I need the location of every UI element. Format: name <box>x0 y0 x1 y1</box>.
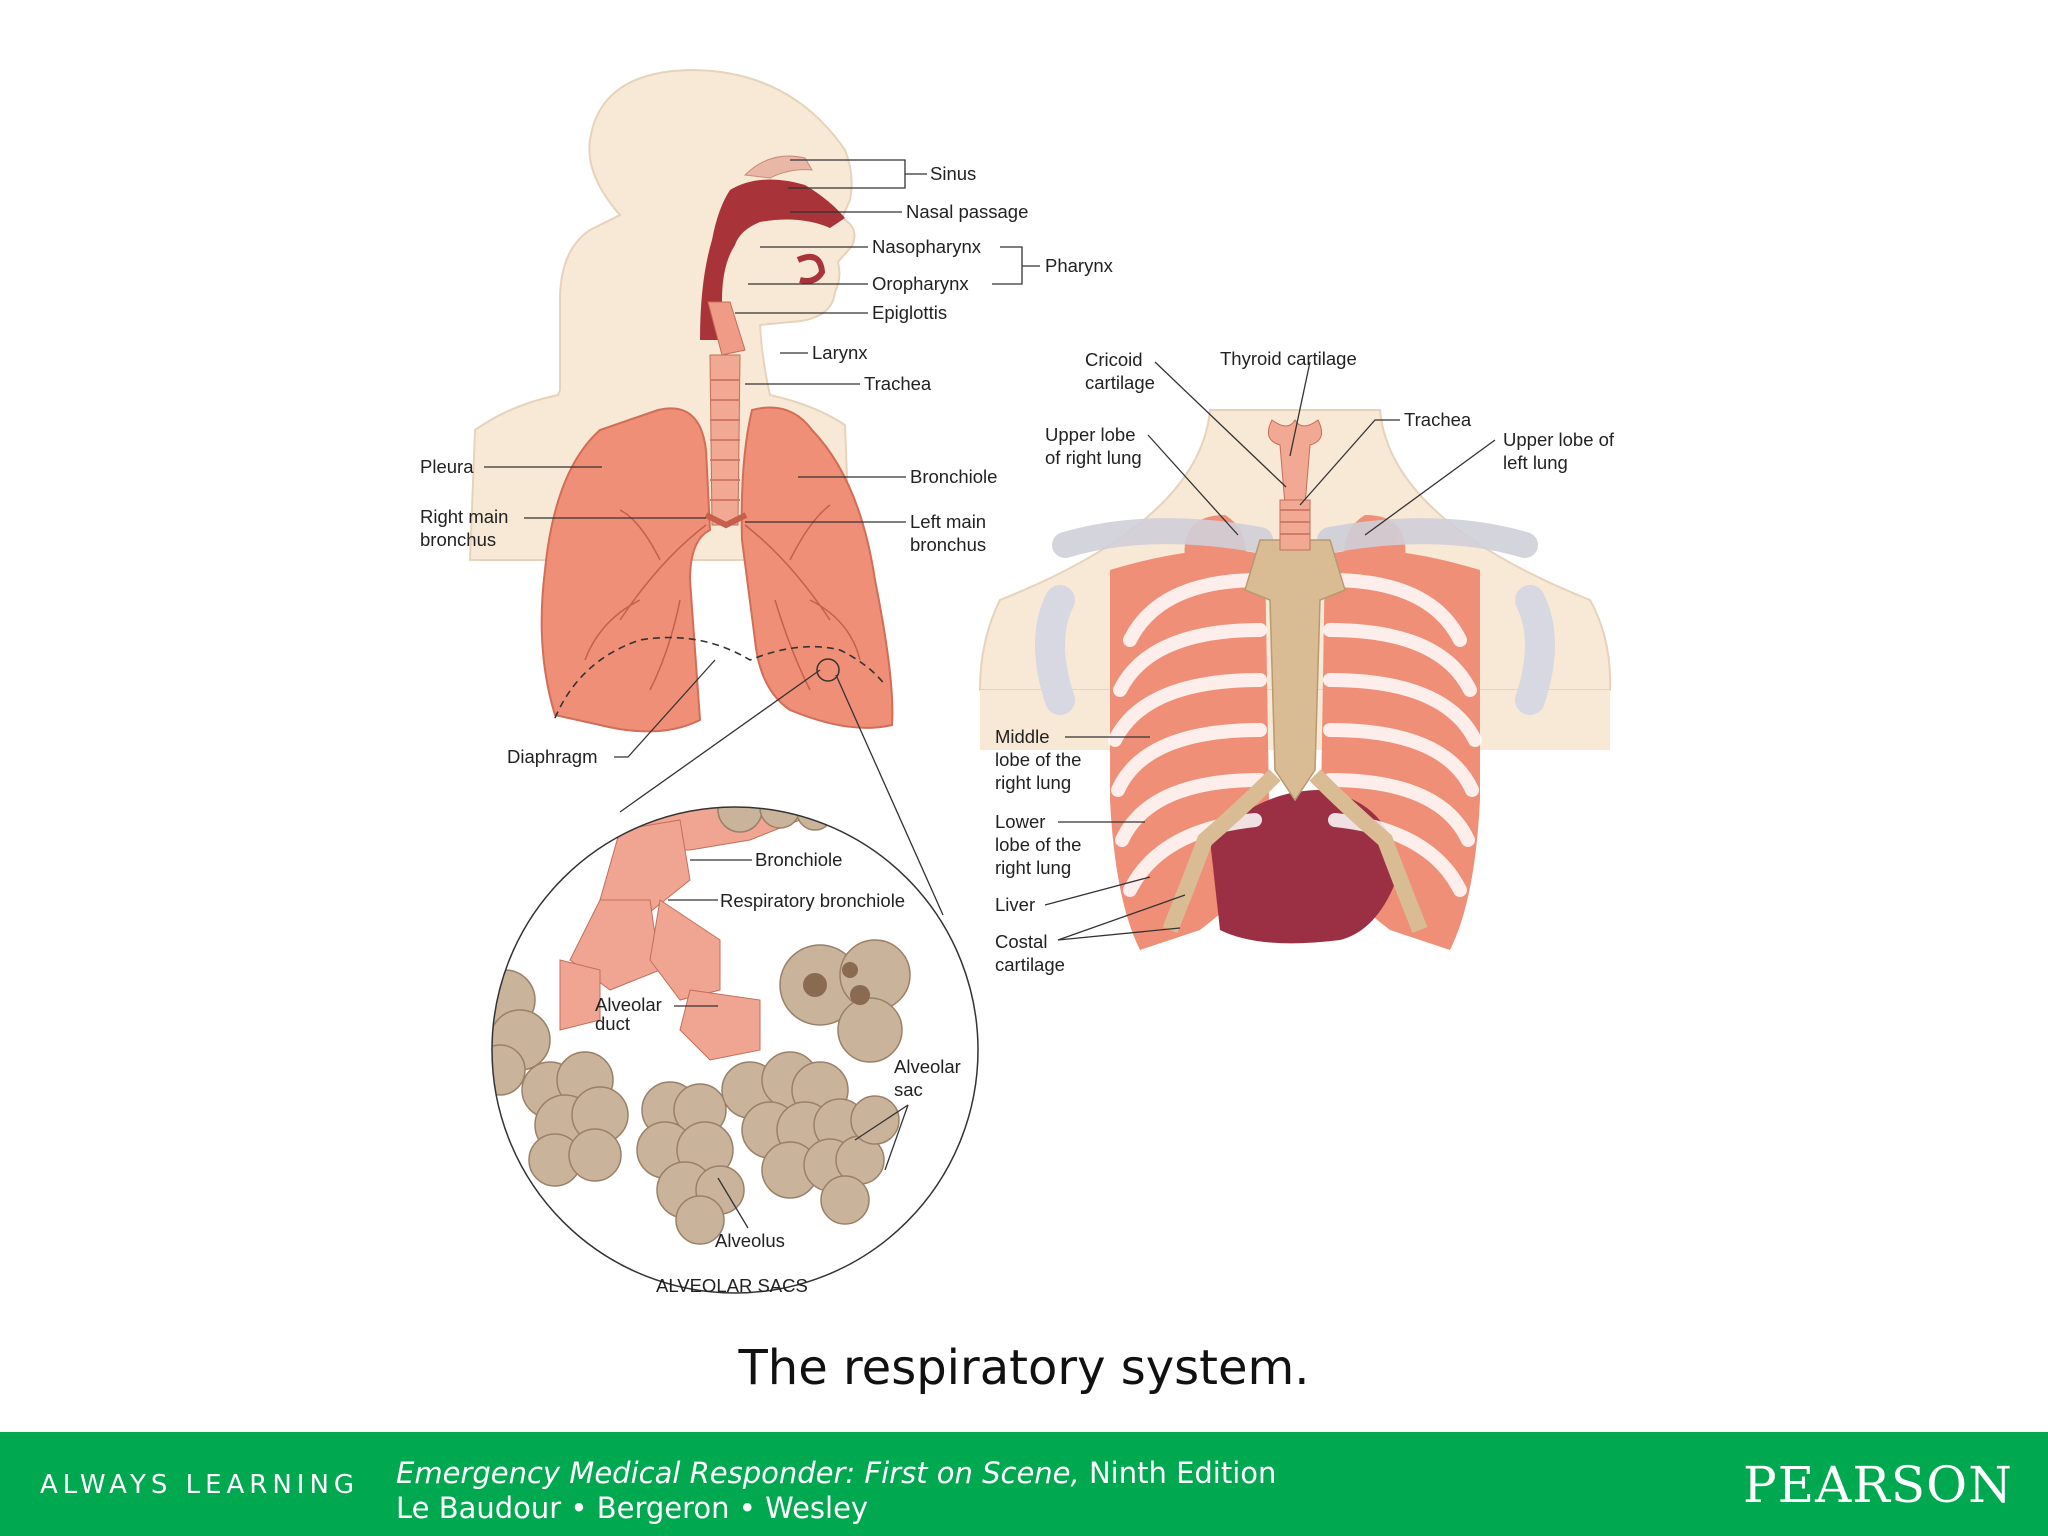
label-oropharynx: Oropharynx <box>872 273 969 294</box>
rib-cage <box>1035 419 1555 950</box>
label-middle-lobe-right: Middle lobe of the right lung <box>995 726 1087 793</box>
label-left-main-bronchus: Left main bronchus <box>910 511 991 555</box>
label-alveolus: Alveolus <box>715 1230 785 1251</box>
label-inset-bronchiole: Bronchiole <box>755 849 842 870</box>
alveolar-inset <box>491 669 979 1294</box>
label-respiratory-bronchiole: Respiratory bronchiole <box>720 890 905 911</box>
label-pharynx: Pharynx <box>1045 255 1114 276</box>
label-nasopharynx: Nasopharynx <box>872 236 982 257</box>
label-epiglottis: Epiglottis <box>872 302 947 323</box>
respiratory-system-diagram: Sinus Nasal passage Nasopharynx Orophary… <box>420 68 1619 1296</box>
lungs <box>540 406 894 733</box>
labels: Sinus Nasal passage Nasopharynx Orophary… <box>420 163 1619 1296</box>
zoom-circle <box>816 658 840 682</box>
label-liver: Liver <box>995 894 1035 915</box>
label-trachea-chest: Trachea <box>1404 409 1472 430</box>
label-lower-lobe-right: Lower lobe of the right lung <box>995 811 1087 878</box>
caption: The respiratory system. <box>738 1340 1310 1396</box>
label-alveolar-duct: Alveolar duct <box>595 994 667 1034</box>
pearson-logo: PEARSON <box>1743 1456 2013 1514</box>
always-learning-tagline: ALWAYS LEARNING <box>40 1470 360 1500</box>
label-costal-cartilage: Costal cartilage <box>995 931 1065 975</box>
label-bronchiole: Bronchiole <box>910 466 997 487</box>
label-sinus: Sinus <box>930 163 976 184</box>
upper-airway <box>700 155 845 526</box>
label-pleura: Pleura <box>420 456 474 477</box>
book-edition: Ninth Edition <box>1079 1456 1277 1490</box>
label-diaphragm: Diaphragm <box>507 746 598 767</box>
label-right-main-bronchus: Right main bronchus <box>420 506 514 550</box>
book-title-italic: Emergency Medical Responder: First on Sc… <box>396 1456 1080 1490</box>
book-title: Emergency Medical Responder: First on Sc… <box>396 1456 1276 1490</box>
label-upper-lobe-left: Upper lobe of left lung <box>1503 429 1619 473</box>
label-trachea: Trachea <box>864 373 932 394</box>
label-cricoid-cartilage: Cricoid cartilage <box>1085 349 1155 393</box>
label-alveolar-sac: Alveolar sac <box>894 1056 966 1100</box>
label-larynx: Larynx <box>812 342 868 363</box>
diaphragm-line <box>554 636 886 719</box>
label-alveolar-sacs-title: ALVEOLAR SACS <box>656 1275 808 1296</box>
label-upper-lobe-right: Upper lobe of right lung <box>1045 424 1142 468</box>
leader-lines <box>484 159 1496 1229</box>
book-authors: Le Baudour • Bergeron • Wesley <box>396 1491 869 1525</box>
label-thyroid-cartilage: Thyroid cartilage <box>1220 348 1357 369</box>
footer-bar <box>0 1432 2048 1536</box>
label-nasal-passage: Nasal passage <box>906 201 1028 222</box>
